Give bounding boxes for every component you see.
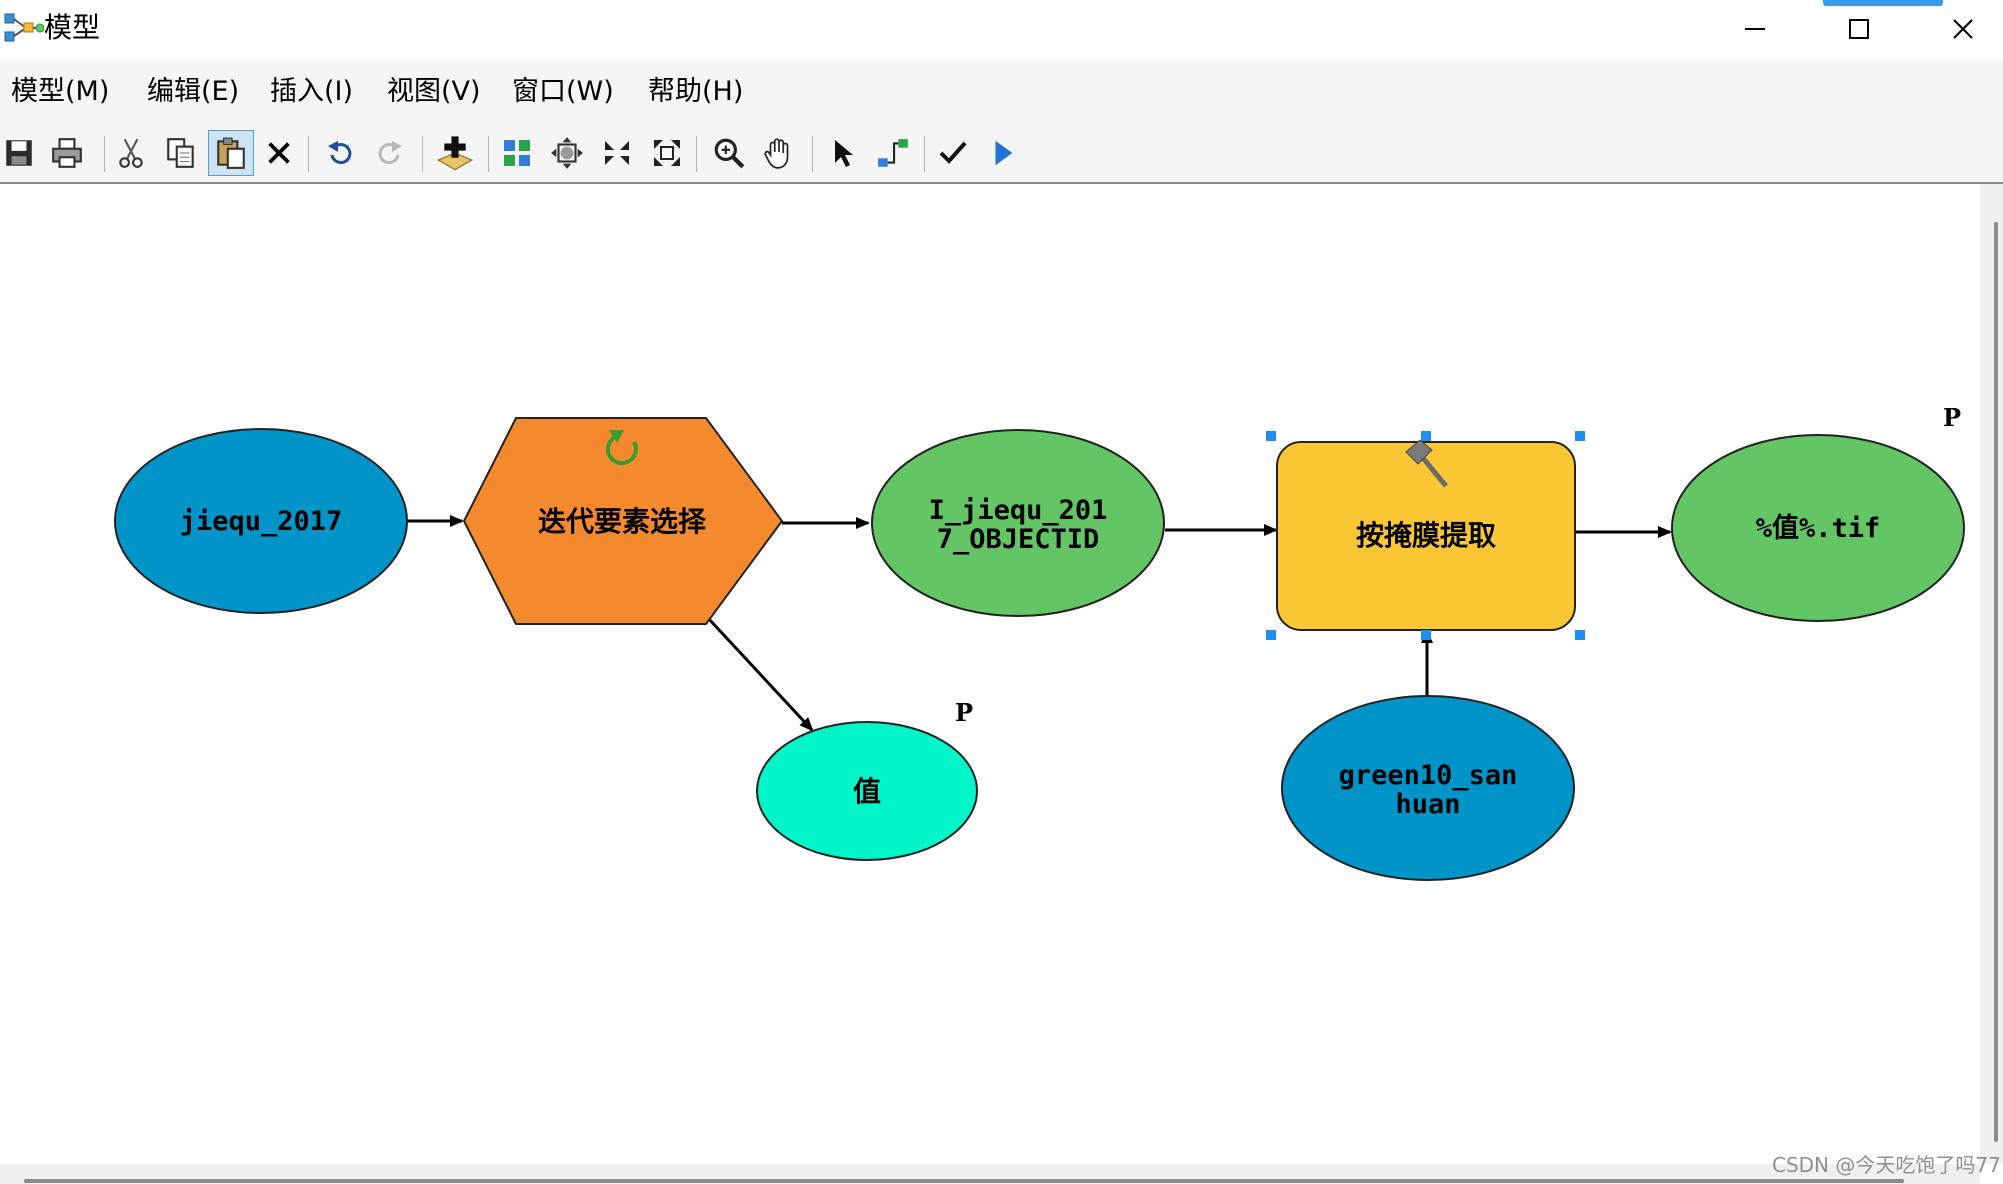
save-button[interactable] [0,130,42,176]
menu-window[interactable]: 窗口(W) [512,76,614,107]
zoom-button[interactable] [706,130,752,176]
zoom-icon [714,138,745,169]
pan-icon [764,138,789,169]
title-bar: 模型 [0,0,2003,58]
connect-icon [878,139,908,167]
menu-edit[interactable]: 编辑(E) [147,76,240,107]
mask-data-node[interactable]: green10_san huan [1281,695,1575,881]
copy-button[interactable] [158,130,204,176]
value-parameter-marker: P [955,698,973,727]
toolbar-separator [422,136,423,172]
iterate-icon [606,430,638,466]
window-title: 模型 [44,11,101,44]
redo-button[interactable] [368,130,414,176]
selection-handle[interactable] [1575,431,1585,441]
auto-layout-icon [504,140,530,166]
print-icon [52,138,82,168]
paste-button[interactable] [208,130,254,176]
mask-data-label-line1: green10_san [1339,760,1518,791]
minimize-icon [1745,28,1765,30]
full-extent-icon [551,137,583,169]
close-button[interactable] [1911,0,2003,58]
menu-view[interactable]: 视图(V) [387,76,481,107]
select-button[interactable] [820,130,866,176]
output-parameter-marker: P [1943,403,1961,432]
selection-handle[interactable] [1421,431,1431,441]
run-icon [995,140,1013,166]
input-data-node[interactable]: jiequ_2017 [114,428,408,614]
zoom-in-fixed-icon [605,141,629,165]
undo-icon [328,141,352,165]
menu-insert[interactable]: 插入(I) [270,76,354,107]
connector-iterator-value[interactable] [706,616,814,732]
selection-handle[interactable] [1575,630,1585,640]
full-extent-button[interactable] [544,130,590,176]
select-icon [835,140,853,167]
delete-button[interactable] [256,130,302,176]
input-data-label: jiequ_2017 [180,506,343,537]
extract-by-mask-tool-node[interactable]: 按掩膜提取 [1276,439,1576,631]
objectid-node[interactable]: I_jiequ_201 7_OBJECTID [871,429,1165,617]
cut-icon [119,138,143,168]
output-data-node[interactable]: %值%.tif [1671,434,1965,622]
add-data-icon [437,136,473,171]
vertical-scrollbar[interactable] [1980,184,2003,1164]
menu-help[interactable]: 帮助(H) [648,76,744,107]
toolbar-separator [924,136,925,172]
iterator-label: 迭代要素选择 [538,505,707,538]
save-icon [6,140,32,166]
run-button[interactable] [980,130,1026,176]
output-data-label: %值%.tif [1756,513,1881,544]
toolbar-separator [488,136,489,172]
undo-button[interactable] [316,130,362,176]
add-data-button[interactable] [432,130,478,176]
zoom-out-fixed-button[interactable] [644,130,690,176]
toolbar-separator [696,136,697,172]
auto-layout-button[interactable] [494,130,540,176]
selection-handle[interactable] [1266,630,1276,640]
vertical-scrollbar-thumb[interactable] [1994,222,1998,1142]
zoom-in-fixed-button[interactable] [594,130,640,176]
maximize-button[interactable] [1807,0,1911,58]
value-node[interactable]: 值 [756,721,978,861]
zoom-out-fixed-icon [654,140,680,166]
watermark: CSDN @今天吃饱了吗77 [1772,1153,2001,1177]
selection-handle[interactable] [1421,630,1431,640]
validate-button[interactable] [930,130,976,176]
connect-button[interactable] [870,130,916,176]
maximize-icon [1849,19,1869,39]
horizontal-scrollbar-thumb[interactable] [24,1179,1904,1183]
toolbar [0,126,2003,184]
selection-handles[interactable] [1266,431,1585,640]
delete-icon [268,142,290,164]
copy-icon [167,138,194,168]
objectid-label-line1: I_jiequ_201 [929,495,1108,526]
toolbar-separator [104,136,105,172]
hammer-icon [1405,439,1448,488]
toolbar-separator [812,136,813,172]
menu-bar: 模型(M) 编辑(E) 插入(I) 视图(V) 窗口(W) 帮助(H) [0,60,2003,126]
toolbar-separator [308,136,309,172]
objectid-label-line2: 7_OBJECTID [937,524,1100,555]
paste-icon [217,137,245,169]
extract-by-mask-label: 按掩膜提取 [1356,519,1496,552]
model-diagram: jiequ_2017 迭代要素选择 值 P I_jiequ_201 7_OBJE… [114,403,1965,881]
accent-strip [1823,0,1943,6]
model-builder-icon [4,13,44,42]
close-icon [1953,19,1973,39]
mask-data-label-line2: huan [1395,789,1460,820]
selection-handle[interactable] [1266,431,1276,441]
cut-button[interactable] [108,130,154,176]
pan-button[interactable] [756,130,802,176]
value-label: 值 [853,775,881,808]
model-canvas[interactable]: jiequ_2017 迭代要素选择 值 P I_jiequ_201 7_OBJE… [0,184,1980,1164]
validate-icon [939,141,967,164]
print-button[interactable] [44,130,90,176]
redo-icon [378,141,402,165]
menu-model[interactable]: 模型(M) [11,76,110,107]
minimize-button[interactable] [1703,0,1807,58]
iterator-node[interactable]: 迭代要素选择 [462,417,784,625]
